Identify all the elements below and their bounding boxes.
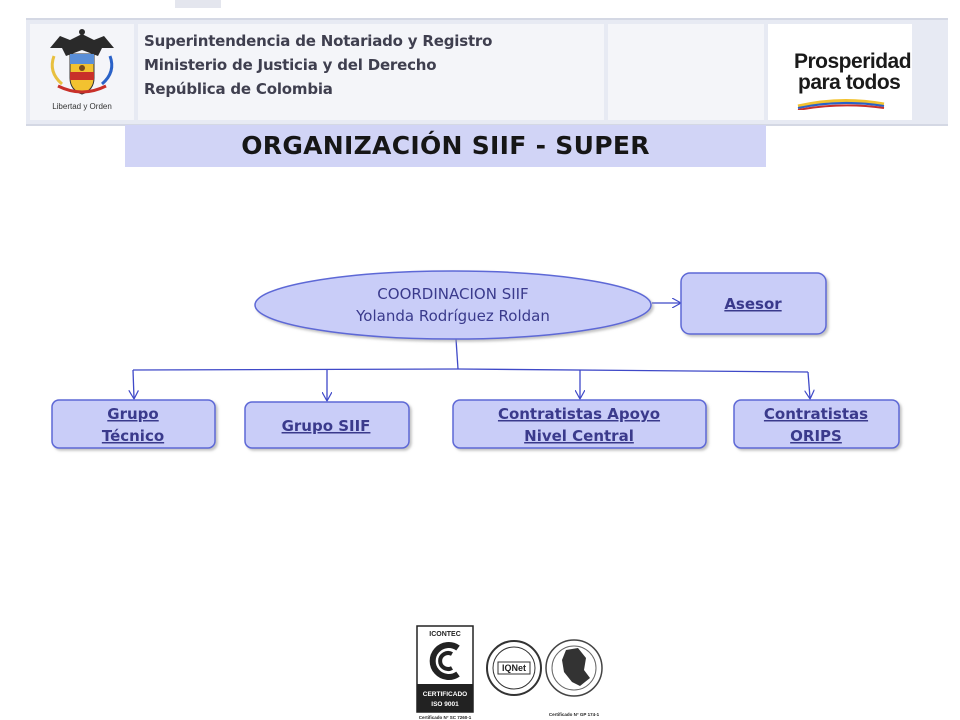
certification-logos: ICONTEC CERTIFICADO ISO 9001 Certificado… (416, 625, 603, 720)
seal-certificate-number: Certificado N° GP 174-1 (549, 712, 600, 717)
top-tab-decoration (175, 0, 221, 8)
grupo-tecnico-line2: Técnico (102, 427, 164, 445)
node-asesor: Asesor (680, 272, 827, 335)
connector-bus (132, 368, 809, 373)
grupo-siif-label: Grupo SIIF (282, 417, 371, 435)
iso-9001-text: ISO 9001 (431, 701, 459, 708)
page-title: ORGANIZACIÓN SIIF - SUPER (125, 125, 766, 167)
gestion-publica-seal-icon: Certificado N° GP 174-1 (545, 639, 603, 717)
node-grupo-siif: Grupo SIIF (244, 401, 410, 449)
contratistas-orips-line1: Contratistas (764, 405, 868, 423)
iqnet-text: IQNet (502, 663, 526, 673)
coordinacion-title: COORDINACION SIIF (377, 285, 528, 303)
grupo-tecnico-line1: Grupo (107, 405, 158, 423)
connector-to-grupo-tecnico (133, 369, 134, 398)
icontec-text: ICONTEC (429, 631, 461, 638)
contratistas-central-line2: Nivel Central (524, 427, 634, 445)
iqnet-logo: IQNet (486, 640, 542, 696)
entity-name-cell: Superintendencia de Notariado y Registro… (138, 24, 604, 120)
node-contratistas-orips: Contratistas ORIPS (733, 399, 900, 449)
contratistas-central-line1: Contratistas Apoyo (498, 405, 660, 423)
connector-head-to-bus (455, 338, 459, 370)
asesor-label: Asesor (724, 295, 782, 313)
node-coordinacion-siif: COORDINACION SIIF Yolanda Rodríguez Rold… (254, 270, 652, 340)
prosperidad-logo: Prosperidad para todos (768, 24, 912, 120)
entity-line-superintendencia: Superintendencia de Notariado y Registro (144, 32, 493, 50)
institution-header: Libertad y Orden Superintendencia de Not… (26, 18, 948, 126)
connector-to-contratistas-orips (808, 371, 810, 398)
seal-cell: Libertad y Orden (30, 24, 134, 120)
flag-swoosh-icon (797, 98, 885, 110)
seal-caption: Libertad y Orden (52, 102, 112, 111)
slogan-line-2: para todos (798, 71, 901, 94)
certificado-text: CERTIFICADO (423, 691, 467, 698)
slogan-line-1: Prosperidad (794, 50, 912, 73)
icontec-certificate-number: Certificado N° SC 7260-1 (419, 715, 472, 720)
node-contratistas-apoyo-nivel-central: Contratistas Apoyo Nivel Central (452, 399, 707, 449)
coat-of-arms-icon (50, 29, 114, 95)
entity-line-republica: República de Colombia (144, 80, 333, 98)
entity-line-ministerio: Ministerio de Justicia y del Derecho (144, 56, 437, 74)
coordinacion-person: Yolanda Rodríguez Roldan (355, 307, 550, 325)
contratistas-orips-line2: ORIPS (790, 427, 842, 445)
empty-header-cell (608, 24, 764, 120)
node-grupo-tecnico: Grupo Técnico (51, 399, 216, 449)
icontec-logo: ICONTEC CERTIFICADO ISO 9001 Certificado… (416, 625, 474, 720)
icontec-c-mark-icon (429, 642, 460, 680)
